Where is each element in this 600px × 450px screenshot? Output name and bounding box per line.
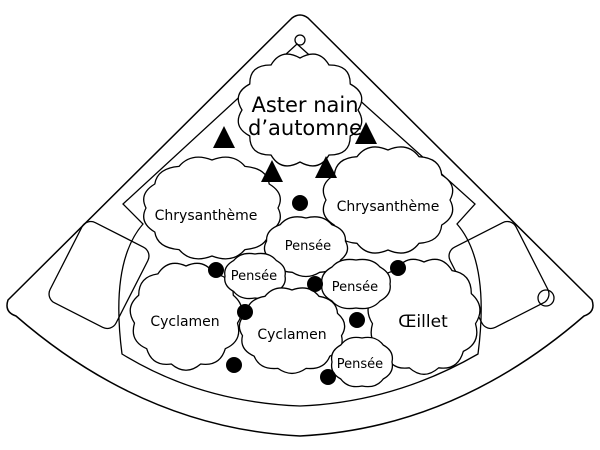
cloud-pensee-right [321,258,391,310]
triangle-markers [213,122,377,182]
label-cyclamen-left: Cyclamen [150,314,219,330]
dot-marker-icon [237,304,253,320]
label-chrysantheme-right: Chrysanthème [337,199,440,215]
cloud-pensee-left [224,252,286,300]
planting-bed [118,43,482,407]
cloud-aster [237,53,363,167]
drain-hole [537,289,555,307]
dot-markers [208,195,406,385]
dot-marker-icon [307,276,323,292]
label-pensee-right: Pensée [332,280,378,295]
dot-marker-icon [292,195,308,211]
triangle-marker-icon [261,160,283,182]
triangle-marker-icon [355,122,377,144]
label-aster-line1: Aster nain [251,93,358,117]
dot-marker-icon [320,369,336,385]
cloud-pensee-center [263,216,349,278]
dot-marker-icon [226,357,242,373]
label-chrysantheme-left: Chrysanthème [155,208,258,224]
hanging-hole [294,34,306,46]
cloud-chrysantheme-left [143,156,281,260]
label-aster-line2: d’automne [248,116,362,140]
label-oeillet: Œillet [398,312,448,332]
dot-marker-icon [349,312,365,328]
left-compartment [48,220,150,330]
cloud-pensee-bottom [330,336,394,388]
dot-marker-icon [208,262,224,278]
triangle-marker-icon [315,156,337,178]
label-pensee-bottom: Pensée [337,357,383,372]
dot-marker-icon [390,260,406,276]
triangle-marker-icon [213,126,235,148]
cloud-cyclamen-left [129,262,243,371]
label-pensee-center: Pensée [285,239,331,254]
label-pensee-left: Pensée [231,269,277,284]
plant-clouds [129,53,481,388]
label-cyclamen-right: Cyclamen [257,327,326,343]
